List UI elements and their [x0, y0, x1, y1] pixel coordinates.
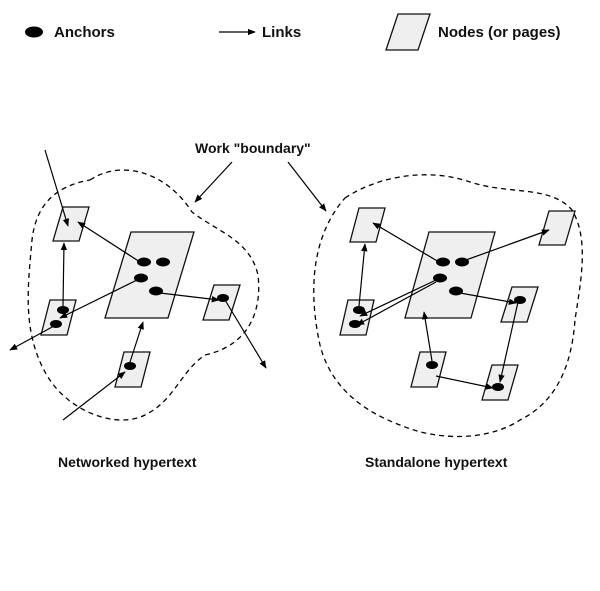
standalone-node-top-right	[538, 210, 576, 246]
legend-anchor-icon	[25, 26, 43, 38]
networked-link	[77, 221, 141, 263]
standalone-node-right	[500, 286, 539, 323]
networked-link	[129, 321, 144, 363]
networked-link	[159, 292, 220, 303]
standalone-link	[372, 222, 440, 263]
standalone-anchor	[449, 286, 463, 296]
standalone-node-top-left	[349, 207, 386, 243]
networked-anchor	[217, 294, 229, 302]
networked-link	[9, 325, 55, 351]
networked-central-node	[104, 231, 195, 319]
standalone-anchor	[455, 257, 469, 267]
networked-work-boundary	[27, 169, 260, 421]
networked-hypertext-diagram: Networked hypertext	[9, 149, 267, 470]
standalone-caption: Standalone hypertext	[365, 454, 508, 470]
standalone-hypertext-diagram: Standalone hypertext	[313, 174, 583, 470]
standalone-anchor	[353, 306, 365, 314]
standalone-link	[465, 229, 550, 261]
legend-node-icon	[385, 13, 431, 51]
standalone-central-node	[404, 231, 496, 319]
boundary-pointer-right	[287, 161, 327, 212]
standalone-link	[459, 292, 517, 305]
networked-anchor	[124, 362, 136, 370]
standalone-node-bottom-right	[481, 364, 519, 401]
standalone-link	[435, 375, 494, 390]
standalone-link	[422, 311, 433, 362]
standalone-link	[358, 243, 368, 307]
networked-node-top-left	[52, 206, 90, 242]
networked-link	[224, 299, 267, 369]
networked-link	[44, 149, 69, 227]
standalone-anchor	[426, 361, 438, 369]
standalone-node-bottom-left	[410, 351, 447, 388]
boundary-label-group: Work "boundary"	[194, 140, 327, 212]
standalone-link	[359, 279, 437, 317]
networked-anchor	[137, 257, 151, 267]
networked-link	[60, 242, 68, 307]
networked-caption: Networked hypertext	[58, 454, 197, 470]
boundary-pointer-left	[194, 161, 233, 203]
legend-links-label: Links	[262, 24, 301, 41]
standalone-link	[498, 301, 519, 383]
networked-node-right	[202, 284, 241, 321]
networked-link	[62, 371, 126, 421]
legend-anchors-label: Anchors	[54, 24, 115, 41]
networked-link	[59, 279, 138, 319]
boundary-label: Work "boundary"	[195, 140, 311, 156]
standalone-node-left	[339, 299, 375, 336]
standalone-anchor	[433, 273, 447, 283]
networked-anchor	[149, 286, 163, 296]
legend-nodes-label: Nodes (or pages)	[438, 24, 561, 41]
networked-anchor	[57, 306, 69, 314]
standalone-anchor	[436, 257, 450, 267]
networked-anchor	[156, 257, 170, 267]
standalone-anchor	[492, 383, 504, 391]
networked-anchor	[134, 273, 148, 283]
standalone-anchor	[514, 296, 526, 304]
standalone-work-boundary	[313, 174, 583, 438]
legend: Anchors Links Nodes (or pages)	[25, 13, 561, 51]
standalone-link	[356, 281, 437, 326]
